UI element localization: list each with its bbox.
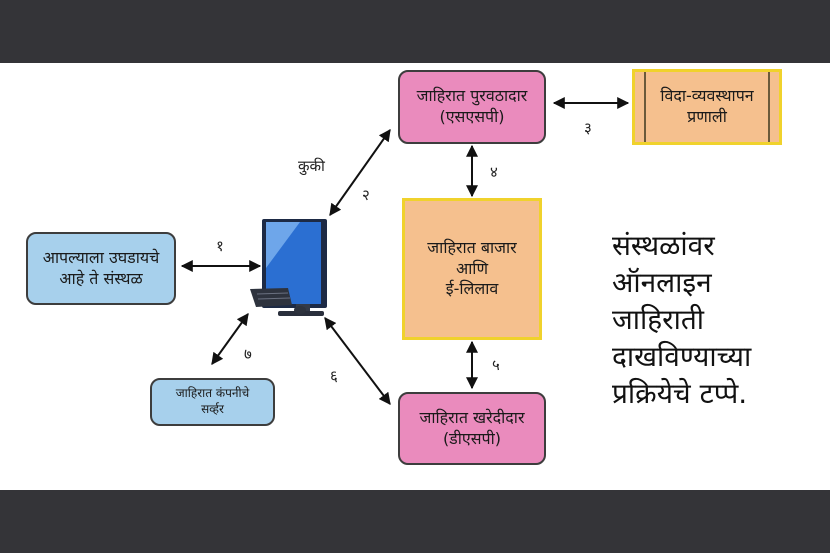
dsp-line2: (डीएसपी) — [442, 428, 502, 448]
arrow-computer-dsp — [324, 317, 391, 405]
ssp-line2: (एसएसपी) — [439, 107, 505, 126]
inventory-line2: प्रणाली — [687, 107, 727, 126]
website-box: आपल्याला उघडायचेआहे ते संस्थळ — [26, 232, 176, 305]
ssp-line1: जाहिरात पुरवठादार — [416, 86, 528, 106]
computer-icon — [250, 219, 327, 316]
label-step6: ६ — [330, 367, 338, 385]
scroll-edge-left — [644, 72, 646, 142]
label-step1: १ — [216, 237, 224, 255]
caption-line1: संस्थळांवर — [612, 229, 715, 262]
inventory-line1: विदा-व्यवस्थापन — [660, 86, 754, 106]
scroll-edge-right — [768, 72, 770, 142]
exchange-line1: जाहिरात बाजार — [427, 237, 517, 257]
caption-line2: ऑनलाइन — [612, 265, 712, 299]
caption-line4: दाखविण्याच्या — [612, 339, 752, 373]
website-line1: आपल्याला उघडायचे — [42, 247, 160, 267]
adserver-box: जाहिरात कंपनीचेसर्व्हर — [150, 378, 275, 426]
exchange-line3: ई-लिलाव — [445, 279, 499, 299]
website-line2: आहे ते संस्थळ — [59, 268, 143, 288]
arrow-computer-ssp — [329, 129, 391, 216]
label-step5: ५ — [492, 356, 500, 374]
ssp-box: जाहिरात पुरवठादार(एसएसपी) — [398, 70, 546, 144]
caption-line5: प्रक्रियेचे टप्पे. — [612, 376, 748, 410]
arrow-computer-adserver — [211, 313, 249, 365]
adserver-line1: जाहिरात कंपनीचे — [175, 386, 250, 401]
bottom-band — [0, 490, 830, 553]
label-step2: २ — [362, 186, 370, 204]
exchange-line2: आणि — [455, 258, 489, 278]
dsp-box: जाहिरात खरेदीदार(डीएसपी) — [398, 392, 546, 465]
top-band — [0, 0, 830, 63]
dsp-line1: जाहिरात खरेदीदार — [419, 407, 525, 427]
label-step4: ४ — [490, 163, 498, 181]
adserver-line2: सर्व्हर — [201, 402, 224, 416]
caption-line3: जाहिराती — [612, 302, 705, 336]
caption: संस्थळांवर ऑनलाइन जाहिराती दाखविण्याच्या… — [612, 228, 751, 413]
label-step7: ७ — [244, 345, 252, 363]
label-step3: ३ — [584, 119, 592, 137]
label-cookie: कुकी — [298, 157, 325, 175]
